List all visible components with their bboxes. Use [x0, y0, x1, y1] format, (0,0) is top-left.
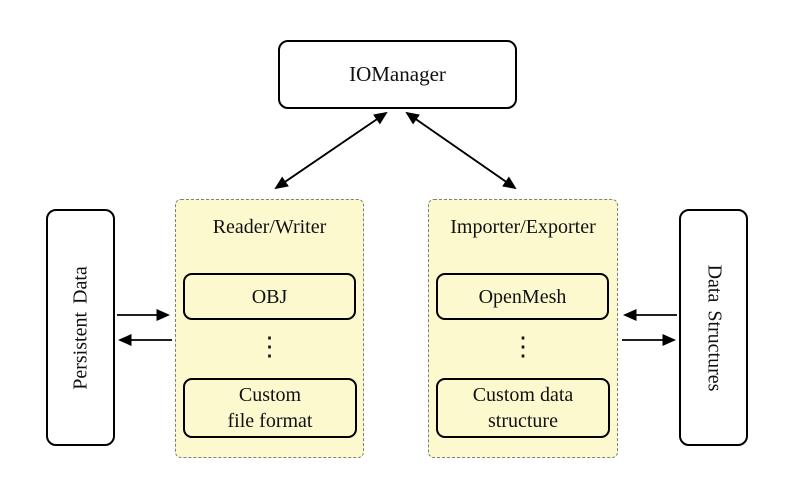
reader-writer-ellipsis: ⋮ — [256, 332, 283, 361]
item-obj-label: OBJ — [251, 285, 288, 308]
group-reader-writer-label: Reader/Writer — [212, 216, 327, 238]
group-reader-writer: Reader/Writer OBJ ⋮ Custom file format — [175, 199, 364, 458]
item-openmesh: OpenMesh — [436, 273, 609, 320]
node-data-structures-label: Data Structures — [703, 264, 725, 391]
item-openmesh-label: OpenMesh — [478, 285, 567, 308]
importer-exporter-ellipsis: ⋮ — [510, 332, 536, 361]
item-custom-file-format-label: Custom file format — [227, 384, 313, 432]
node-iomanager-label: IOManager — [349, 62, 446, 86]
node-iomanager: IOManager — [278, 40, 517, 109]
node-data-structures: Data Structures — [679, 209, 748, 446]
item-custom-data-structure: Custom data structure — [436, 378, 610, 438]
arrow-reader-writer-to-iomanager — [275, 111, 388, 189]
arrow-iomanager-to-importer-exporter — [406, 112, 517, 190]
node-persistent-data: Persistent Data — [46, 209, 115, 446]
arrow-importer-exporter-to-iomanager — [405, 111, 516, 189]
node-persistent-data-label: Persistent Data — [69, 265, 91, 390]
group-importer-exporter-label: Importer/Exporter — [450, 216, 596, 238]
arrow-iomanager-to-reader-writer — [274, 112, 387, 190]
group-importer-exporter: Importer/Exporter OpenMesh ⋮ Custom data… — [428, 199, 618, 458]
item-custom-file-format: Custom file format — [183, 378, 357, 438]
item-obj: OBJ — [183, 273, 356, 320]
item-custom-data-structure-label: Custom data structure — [472, 384, 574, 432]
